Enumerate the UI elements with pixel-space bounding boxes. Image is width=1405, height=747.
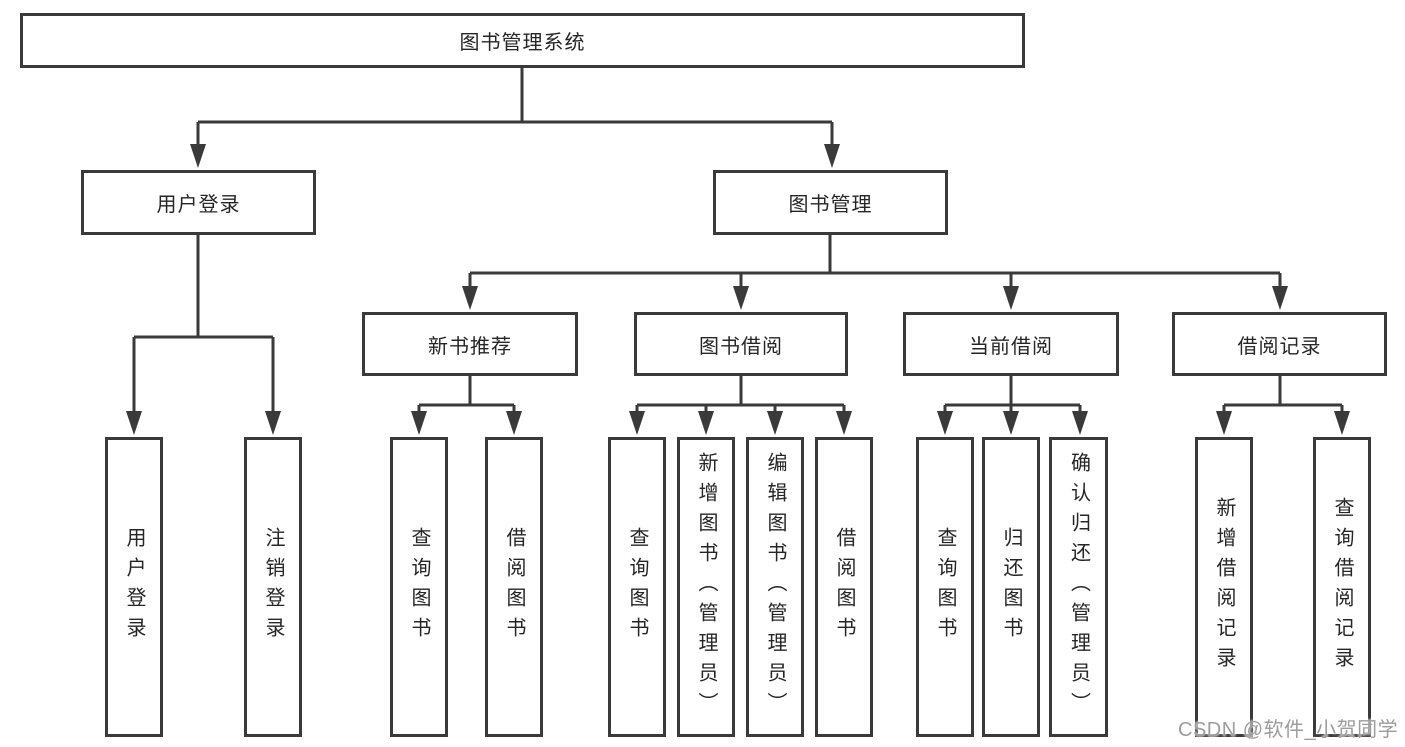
arrowhead-icon <box>698 411 714 435</box>
leaf-bb-edit-books-admin-label: 编辑图书（管理员） <box>764 452 786 722</box>
arrowhead-icon <box>506 411 522 435</box>
connector-records-to-leaves <box>1222 376 1344 413</box>
leaf-cb-return-books: 归还图书 <box>982 437 1040 737</box>
node-borrow-records-label: 借阅记录 <box>1237 335 1322 358</box>
arrowhead-icon <box>733 286 749 310</box>
arrowhead-icon <box>126 411 142 435</box>
connector-login-to-leaves <box>132 235 275 413</box>
leaf-cb-query-books: 查询图书 <box>916 437 974 737</box>
node-current-borrow: 当前借阅 <box>903 312 1119 376</box>
arrowhead-icon <box>1003 411 1019 435</box>
leaf-bb-edit-books-admin: 编辑图书（管理员） <box>746 437 804 737</box>
arrowhead-icon <box>411 411 427 435</box>
csdn-watermark: CSDN @软件_小贺同学 <box>1178 719 1399 741</box>
leaf-nbr-borrow-books: 借阅图书 <box>485 437 543 737</box>
leaf-cb-confirm-return-admin: 确认归还（管理员） <box>1049 437 1108 737</box>
leaf-bb-add-books-admin: 新增图书（管理员） <box>677 437 735 737</box>
node-borrow-records: 借阅记录 <box>1172 312 1387 376</box>
node-user-login-label: 用户登录 <box>156 194 241 216</box>
arrowhead-icon <box>1003 286 1019 310</box>
node-book-borrow-label: 图书借阅 <box>699 335 783 358</box>
connector-management-to-level3 <box>468 235 1282 288</box>
leaf-logout: 注销登录 <box>244 437 302 737</box>
leaf-user-login-label: 用户登录 <box>123 527 145 647</box>
leaf-user-login: 用户登录 <box>105 437 163 737</box>
node-root-label: 图书管理系统 <box>459 32 586 54</box>
arrowhead-icon <box>1334 411 1350 435</box>
connector-newbooks-to-leaves <box>417 376 516 413</box>
node-book-borrow: 图书借阅 <box>634 312 848 376</box>
leaf-bb-borrow-books-label: 借阅图书 <box>833 527 855 647</box>
node-new-book-recommend-label: 新书推荐 <box>428 335 512 358</box>
node-book-management-label: 图书管理 <box>788 194 873 216</box>
connector-currentborrow-to-leaves <box>943 376 1082 413</box>
arrowhead-icon <box>190 144 206 168</box>
leaf-nbr-query-books-label: 查询图书 <box>408 527 430 647</box>
leaf-br-query-record: 查询借阅记录 <box>1313 437 1371 737</box>
arrowhead-icon <box>836 411 852 435</box>
arrowhead-icon <box>1272 286 1288 310</box>
arrowhead-icon <box>629 411 645 435</box>
leaf-br-query-record-label: 查询借阅记录 <box>1331 497 1353 677</box>
leaf-cb-query-books-label: 查询图书 <box>934 527 956 647</box>
node-root: 图书管理系统 <box>20 13 1025 68</box>
leaf-logout-label: 注销登录 <box>262 527 284 647</box>
leaf-nbr-borrow-books-label: 借阅图书 <box>503 527 525 647</box>
arrowhead-icon <box>462 286 478 310</box>
leaf-bb-add-books-admin-label: 新增图书（管理员） <box>695 452 717 722</box>
leaf-bb-query-books-label: 查询图书 <box>626 527 648 647</box>
leaf-nbr-query-books: 查询图书 <box>390 437 448 737</box>
node-user-login: 用户登录 <box>81 170 316 235</box>
leaf-br-add-record-label: 新增借阅记录 <box>1213 497 1235 677</box>
node-current-borrow-label: 当前借阅 <box>969 335 1053 358</box>
leaf-bb-borrow-books: 借阅图书 <box>815 437 873 737</box>
leaf-cb-confirm-return-admin-label: 确认归还（管理员） <box>1067 452 1090 722</box>
connector-bookborrow-to-leaves <box>635 376 846 413</box>
leaf-cb-return-books-label: 归还图书 <box>1000 527 1022 647</box>
node-new-book-recommend: 新书推荐 <box>362 312 578 376</box>
arrowhead-icon <box>824 144 840 168</box>
arrowhead-icon <box>1072 411 1088 435</box>
node-book-management: 图书管理 <box>713 170 948 235</box>
leaf-bb-query-books: 查询图书 <box>608 437 666 737</box>
arrowhead-icon <box>767 411 783 435</box>
connector-root-to-level2 <box>196 68 834 148</box>
arrowhead-icon <box>1216 411 1232 435</box>
arrowhead-icon <box>265 411 281 435</box>
arrowhead-icon <box>937 411 953 435</box>
leaf-br-add-record: 新增借阅记录 <box>1195 437 1253 737</box>
